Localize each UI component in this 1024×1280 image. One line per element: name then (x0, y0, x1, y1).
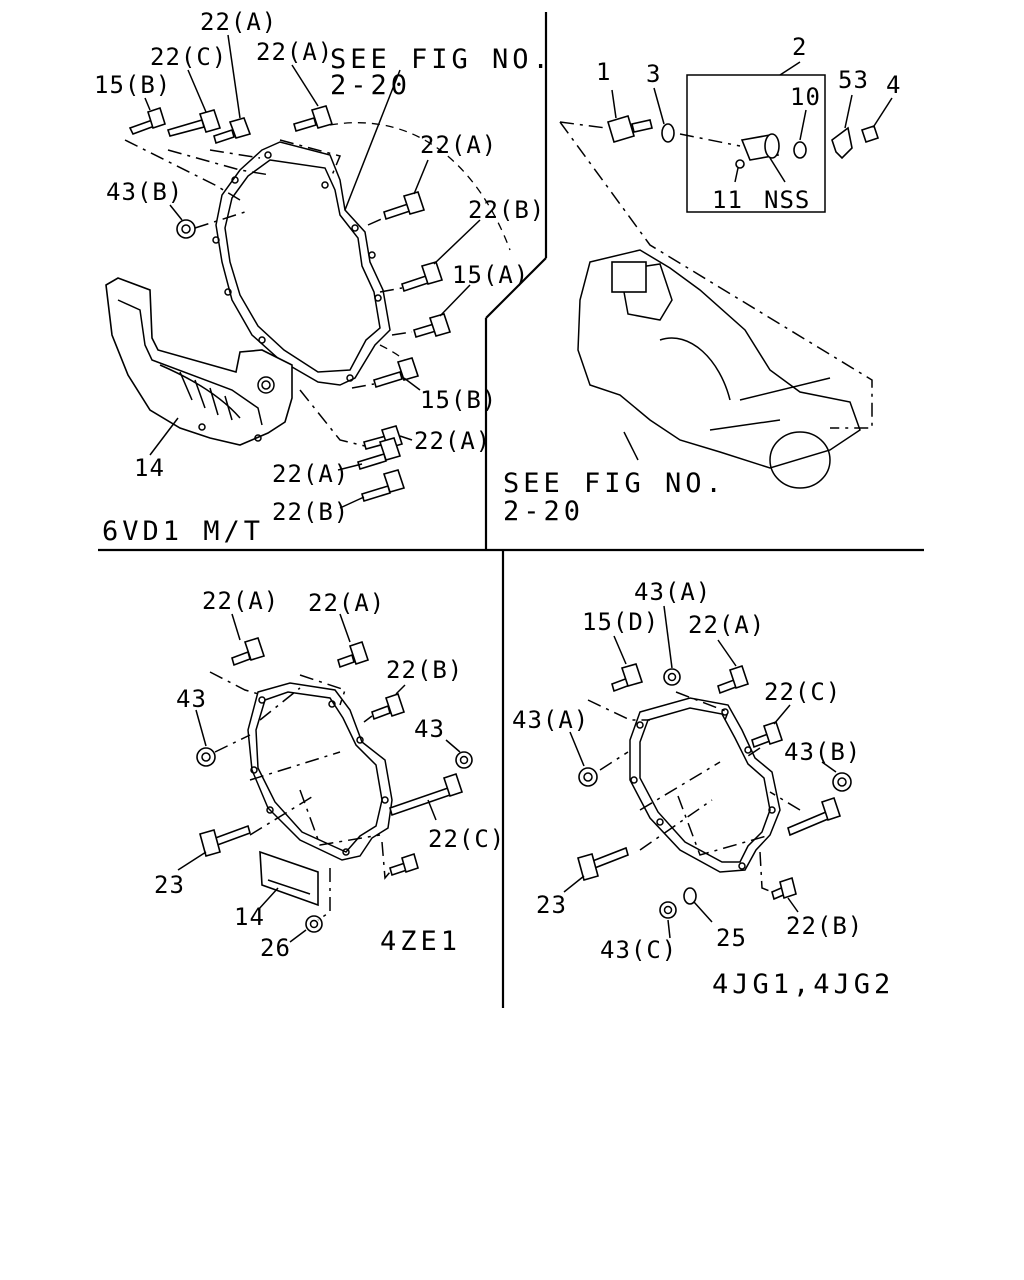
label-2: 2 (792, 33, 807, 61)
section-title-6vd1: 6VD1 M/T (102, 516, 264, 547)
kit-box-2 (686, 74, 826, 213)
label-1: 1 (596, 58, 611, 86)
label-43b: 43(B) (784, 738, 861, 766)
bolts-6vd1 (128, 105, 452, 503)
label-22b: 22(B) (386, 656, 463, 684)
label-15b: 15(B) (94, 71, 171, 99)
reference-notes: SEE FIG NO. 2-20 SEE FIG NO. 2-20 (330, 44, 726, 527)
label-14: 14 (134, 454, 165, 482)
label-22a: 22(A) (202, 587, 279, 615)
label-22c: 22(C) (150, 43, 227, 71)
label-10: 10 (790, 83, 821, 111)
cover-plate (259, 850, 319, 907)
bell-housing (215, 141, 391, 386)
section-title-4jg: 4JG1,4JG2 (712, 969, 894, 1000)
label-4: 4 (886, 71, 901, 99)
see-fig-number-top: 2-20 (330, 70, 411, 101)
bell-housing-4ze1 (247, 682, 393, 861)
label-15d: 15(D) (582, 608, 659, 636)
label-23: 23 (536, 891, 567, 919)
panel-dividers (98, 12, 924, 1008)
see-fig-note-top: SEE FIG NO. (330, 44, 553, 75)
see-fig-number-right: 2-20 (503, 496, 584, 527)
transmission-sketch (577, 249, 861, 469)
section-title-4ze1: 4ZE1 (380, 926, 461, 957)
label-26: 26 (260, 934, 291, 962)
label-22a: 22(A) (272, 460, 349, 488)
label-43: 43 (176, 685, 207, 713)
label-43b: 43(B) (106, 178, 183, 206)
label-22c: 22(C) (428, 825, 505, 853)
label-23: 23 (154, 871, 185, 899)
label-22b: 22(B) (468, 196, 545, 224)
panel-4jg (563, 605, 852, 939)
part-labels: 22(A) 22(C) 22(A) 15(B) 43(B) 22(A) 22(B… (94, 8, 901, 964)
label-22c: 22(C) (764, 678, 841, 706)
label-11: 11 (712, 186, 743, 214)
label-15b: 15(B) (420, 386, 497, 414)
label-22a: 22(A) (688, 611, 765, 639)
panel-4ze1 (177, 613, 473, 943)
label-43a: 43(A) (512, 706, 589, 734)
label-15a: 15(A) (452, 261, 529, 289)
label-43c: 43(C) (600, 936, 677, 964)
see-fig-note-right: SEE FIG NO. (503, 468, 726, 499)
label-43: 43 (414, 715, 445, 743)
label-3: 3 (646, 60, 661, 88)
label-22b: 22(B) (786, 912, 863, 940)
label-14: 14 (234, 903, 265, 931)
label-22b: 22(B) (272, 498, 349, 526)
label-25: 25 (716, 924, 747, 952)
label-nss: NSS (764, 186, 810, 214)
flywheel-cover (105, 277, 293, 446)
bell-housing-4jg (629, 697, 781, 873)
label-22a: 22(A) (420, 131, 497, 159)
label-22a: 22(A) (308, 589, 385, 617)
panel-speedometer (559, 61, 893, 489)
panel-6vd1 (105, 34, 511, 509)
section-titles: 6VD1 M/T 4ZE1 4JG1,4JG2 (102, 516, 894, 1000)
label-43a: 43(A) (634, 578, 711, 606)
label-22a: 22(A) (414, 427, 491, 455)
label-22a: 22(A) (200, 8, 277, 36)
label-22a: 22(A) (256, 38, 333, 66)
label-53: 53 (838, 66, 869, 94)
